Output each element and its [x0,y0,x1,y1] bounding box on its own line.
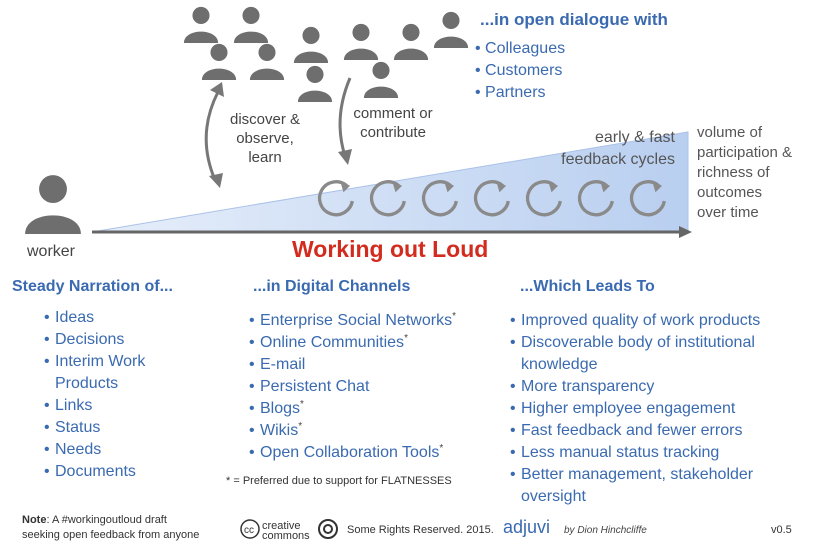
list-item: Documents [44,461,174,483]
list-item: Less manual status tracking [510,442,800,464]
main-title: Working out Loud [292,236,489,262]
list-item: Decisions [44,329,174,351]
list-item: E-mail [249,354,499,376]
dialogue-list: Colleagues Customers Partners [475,38,565,104]
comment-label: comment or contribute [353,105,433,141]
list-item: Needs [44,439,174,461]
version-label: v0.5 [771,524,792,536]
list-item: Online Communities* [249,332,499,354]
list-item: Blogs* [249,398,499,420]
svg-text:cc: cc [244,525,254,536]
feedback-label: early & fast feedback cycles [561,129,675,168]
channels-heading: ...in Digital Channels [253,278,411,295]
list-item: Better management, stakeholder oversight [510,464,800,508]
narration-heading: Steady Narration of... [12,278,173,295]
dialogue-title: ...in open dialogue with [480,10,668,29]
creative-commons-icon: cc [240,519,260,539]
list-item: Persistent Chat [249,376,499,398]
comment-arrow [338,77,352,157]
list-item: Discoverable body of institutional knowl… [510,332,800,376]
list-item: Wikis* [249,420,499,442]
list-item: Enterprise Social Networks* [249,310,499,332]
list-item: Customers [475,60,565,82]
leads-heading: ...Which Leads To [520,278,655,295]
list-item: Partners [475,82,565,104]
list-item: Interim Work Products [44,351,174,395]
footer-note: Note: A #workingoutloud draft seeking op… [22,514,200,541]
share-alike-icon [318,519,338,539]
leads-list: Improved quality of work products Discov… [510,310,800,508]
people-crowd-icon [183,6,469,102]
discover-arrow [204,91,220,181]
cc-label: creative commons [262,520,310,542]
worker-label: worker [27,243,76,260]
list-item: Status [44,417,174,439]
list-item: Fast feedback and fewer errors [510,420,800,442]
list-item: Improved quality of work products [510,310,800,332]
byline: by Dion Hinchcliffe [564,525,647,536]
list-item: More transparency [510,376,800,398]
channels-list: Enterprise Social Networks* Online Commu… [249,310,499,464]
discover-label: discover & observe, learn [229,111,301,166]
list-item: Higher employee engagement [510,398,800,420]
rights-text: Some Rights Reserved. 2015. [347,524,494,536]
channels-footnote: * = Preferred due to support for FLATNES… [226,475,452,487]
list-item: Colleagues [475,38,565,60]
brand-logo: adjuvi [503,517,551,537]
list-item: Links [44,395,174,417]
list-item: Ideas [44,307,174,329]
narration-list: Ideas Decisions Interim Work Products Li… [44,307,174,483]
volume-label: volume of participation & richness of ou… [697,124,793,221]
worker-icon [25,175,81,234]
list-item: Open Collaboration Tools* [249,442,499,464]
